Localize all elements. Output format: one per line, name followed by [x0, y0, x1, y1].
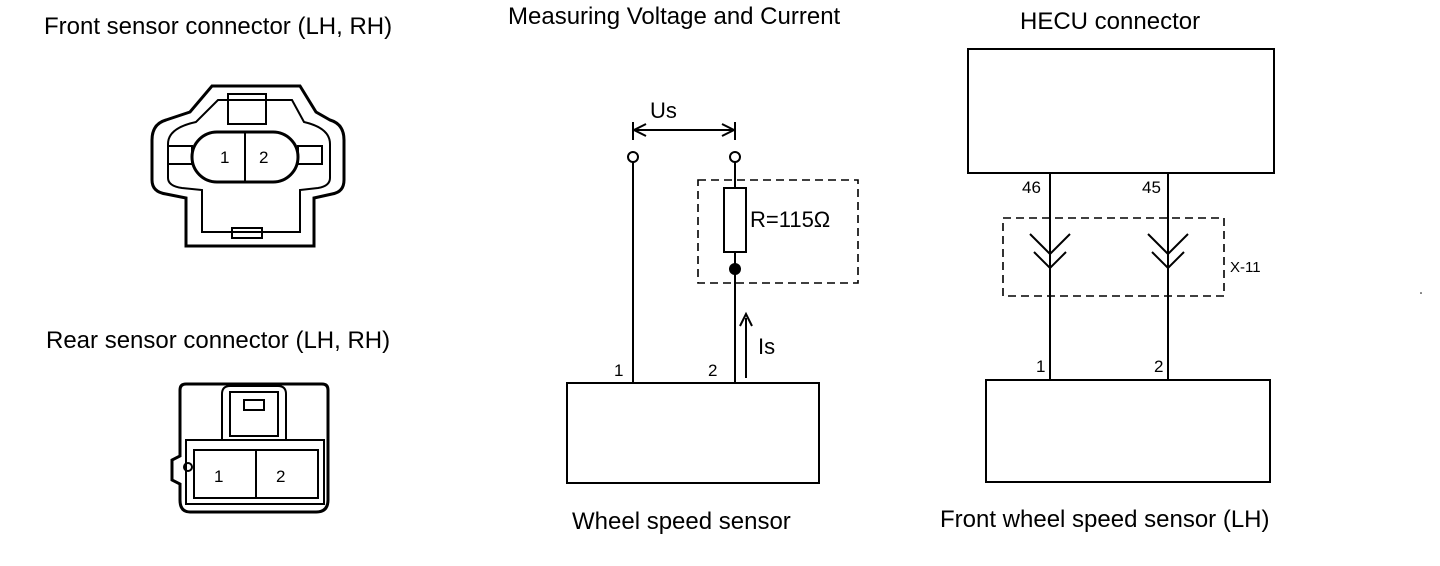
- resistor-enclosure: [697, 179, 859, 284]
- current-arrow-head: [739, 311, 753, 327]
- front-connector-left-tab: [167, 145, 193, 165]
- wheel-speed-sensor-box: [566, 382, 820, 484]
- resistor-label: R=115Ω: [750, 207, 830, 232]
- voltage-label: Us: [650, 98, 677, 123]
- sensor-pin-2: 2: [1154, 357, 1163, 376]
- front-connector-key: [231, 227, 263, 239]
- sensor-pin-1: 1: [1036, 357, 1045, 376]
- current-label: Is: [758, 334, 775, 359]
- connector-x11-pin-right: [1147, 233, 1189, 270]
- terminal-right: [729, 151, 741, 163]
- rear-connector-locator: [183, 462, 193, 472]
- front-connector-right-tab: [297, 145, 323, 165]
- measuring-pin-1: 1: [614, 361, 623, 380]
- rear-connector-latch: [221, 385, 287, 440]
- hecu-pin-45: 45: [1142, 178, 1161, 197]
- rear-connector-housing: [170, 382, 330, 514]
- front-pin-1: 1: [220, 148, 229, 167]
- rear-pin-2: 2: [276, 467, 285, 486]
- front-sensor-connector: Front sensor connector (LH, RH) 1 2: [44, 13, 392, 248]
- measuring-title: Measuring Voltage and Current: [508, 3, 841, 30]
- rear-connector-latch-key: [243, 399, 265, 411]
- junction-dot: [729, 263, 741, 275]
- front-connector-title: Front sensor connector (LH, RH): [44, 13, 392, 40]
- front-wheel-speed-sensor-label: Front wheel speed sensor (LH): [940, 506, 1269, 533]
- hecu-pin-46: 46: [1022, 178, 1041, 197]
- rear-sensor-connector: Rear sensor connector (LH, RH) 1 2: [46, 327, 390, 514]
- rear-connector-title: Rear sensor connector (LH, RH): [46, 327, 390, 354]
- connector-x11-label: X-11: [1230, 259, 1261, 276]
- hecu-circuit: HECU connector 46 45 X-11 1 2 Front whee…: [940, 8, 1275, 533]
- measuring-pin-2: 2: [708, 361, 717, 380]
- front-wheel-speed-sensor-box: [985, 379, 1271, 483]
- connector-x11-enclosure: [1002, 217, 1225, 297]
- terminal-left: [627, 151, 639, 163]
- voltage-arrow-right: [721, 123, 737, 137]
- front-connector-latch: [227, 93, 267, 125]
- resistor: [723, 187, 747, 253]
- wheel-speed-sensor-label: Wheel speed sensor: [572, 508, 791, 535]
- voltage-arrow-left: [631, 123, 647, 137]
- hecu-box: [967, 48, 1275, 174]
- front-connector-housing: [150, 84, 346, 248]
- connector-x11-pin-left: [1029, 233, 1071, 270]
- rear-pin-1: 1: [214, 467, 223, 486]
- hecu-title: HECU connector: [1020, 8, 1200, 35]
- front-pin-2: 2: [259, 148, 268, 167]
- speck: [1420, 292, 1422, 294]
- rear-connector-pin-block: [185, 439, 325, 505]
- measuring-circuit: Measuring Voltage and Current Us R=115Ω …: [508, 3, 859, 535]
- front-connector-inner-outline: [167, 99, 331, 233]
- rear-connector-latch-inner: [229, 391, 279, 437]
